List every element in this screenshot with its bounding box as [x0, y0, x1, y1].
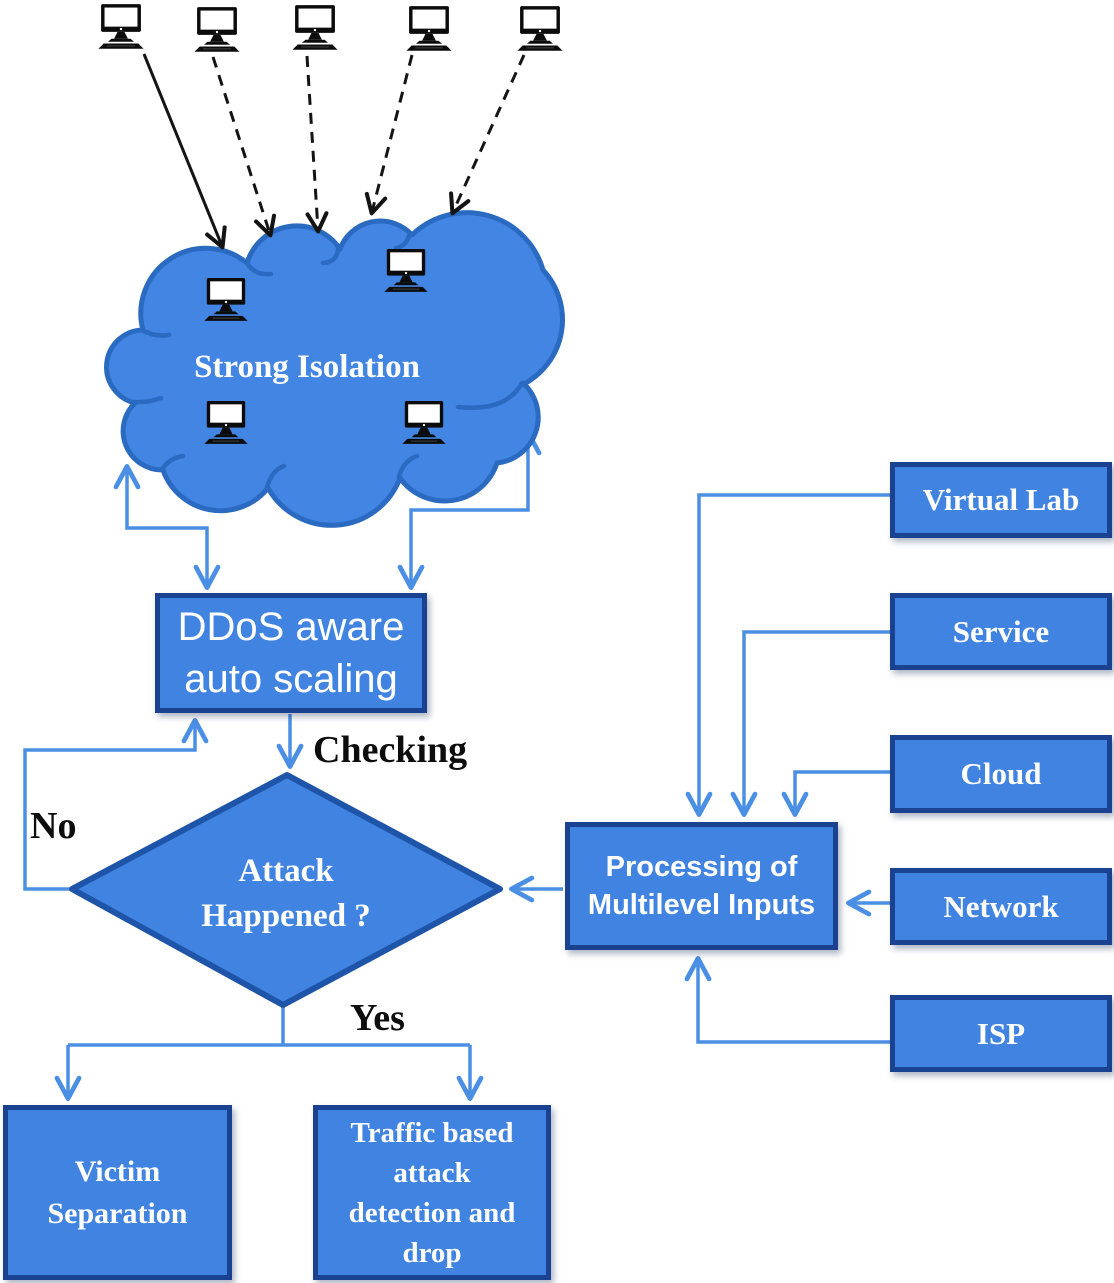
input-box-isp: ISP: [890, 995, 1112, 1072]
edge-cloud-ddos-right: [397, 430, 542, 590]
input-label: Cloud: [960, 756, 1042, 791]
input-label: Network: [943, 888, 1059, 924]
edge-service: [730, 630, 890, 817]
attacker-computer-icon: [98, 4, 144, 49]
edge-label-yes: Yes: [350, 997, 405, 1039]
processing-node: Processing of Multilevel Inputs: [565, 822, 838, 950]
attack-arrows: [142, 53, 526, 250]
decision-diamond: [69, 772, 503, 1008]
ddos-label-line1: DDoS aware: [177, 605, 405, 649]
traffic-label-line: drop: [402, 1236, 462, 1269]
ddos-label-line2: auto scaling: [184, 657, 398, 701]
processing-label-line1: Processing of: [605, 851, 798, 883]
attack-arrow-dashed: [449, 54, 526, 216]
edge-isp: [684, 956, 890, 1044]
attack-arrow-dashed: [305, 55, 329, 234]
input-label: ISP: [976, 1015, 1026, 1051]
traffic-label-line: detection and: [348, 1196, 516, 1229]
input-box-network: Network: [890, 868, 1112, 945]
cloud-curls: [131, 230, 525, 490]
input-label: Virtual Lab: [922, 482, 1080, 517]
attacker-computers: [98, 4, 563, 52]
attacker-computer-icon: [517, 6, 563, 51]
connectors: [23, 430, 890, 1101]
attack-arrow-dashed: [364, 54, 414, 216]
traffic-label-line: attack: [393, 1156, 471, 1189]
victim-label-line1: Victim: [74, 1154, 161, 1188]
edge-label-no: No: [30, 805, 77, 847]
input-box-virtual-lab: Virtual Lab: [890, 462, 1112, 538]
edge-label-checking: Checking: [313, 729, 468, 771]
attack-arrow-dashed: [211, 56, 277, 238]
input-box-cloud: Cloud: [890, 735, 1112, 813]
traffic-detection-node: Traffic based attack detection and drop: [313, 1105, 551, 1280]
decision-label-line2: Happened ?: [201, 898, 371, 934]
decision-label-line1: Attack: [238, 853, 334, 889]
victim-separation-node: Victim Separation: [3, 1105, 232, 1280]
edge-no-loop: [23, 718, 209, 891]
edge-cloud-input: [781, 770, 890, 817]
attacker-computer-icon: [194, 7, 240, 52]
input-box-service: Service: [890, 593, 1112, 670]
edge-virtual-lab: [685, 493, 890, 817]
decision-label: Attack Happened ?: [166, 849, 406, 939]
input-label: Service: [952, 613, 1050, 649]
attack-arrow-solid: [142, 53, 227, 250]
processing-label-line2: Multilevel Inputs: [587, 889, 816, 921]
attacker-computer-icon: [292, 5, 338, 50]
victim-label-line2: Separation: [47, 1196, 188, 1230]
cloud-label: Strong Isolation: [194, 349, 420, 385]
traffic-label-line: Traffic based: [350, 1116, 514, 1149]
attacker-computer-icon: [406, 6, 452, 51]
edge-cloud-ddos-left: [113, 464, 221, 590]
ddos-auto-scaling-node: DDoS aware auto scaling: [155, 593, 427, 713]
